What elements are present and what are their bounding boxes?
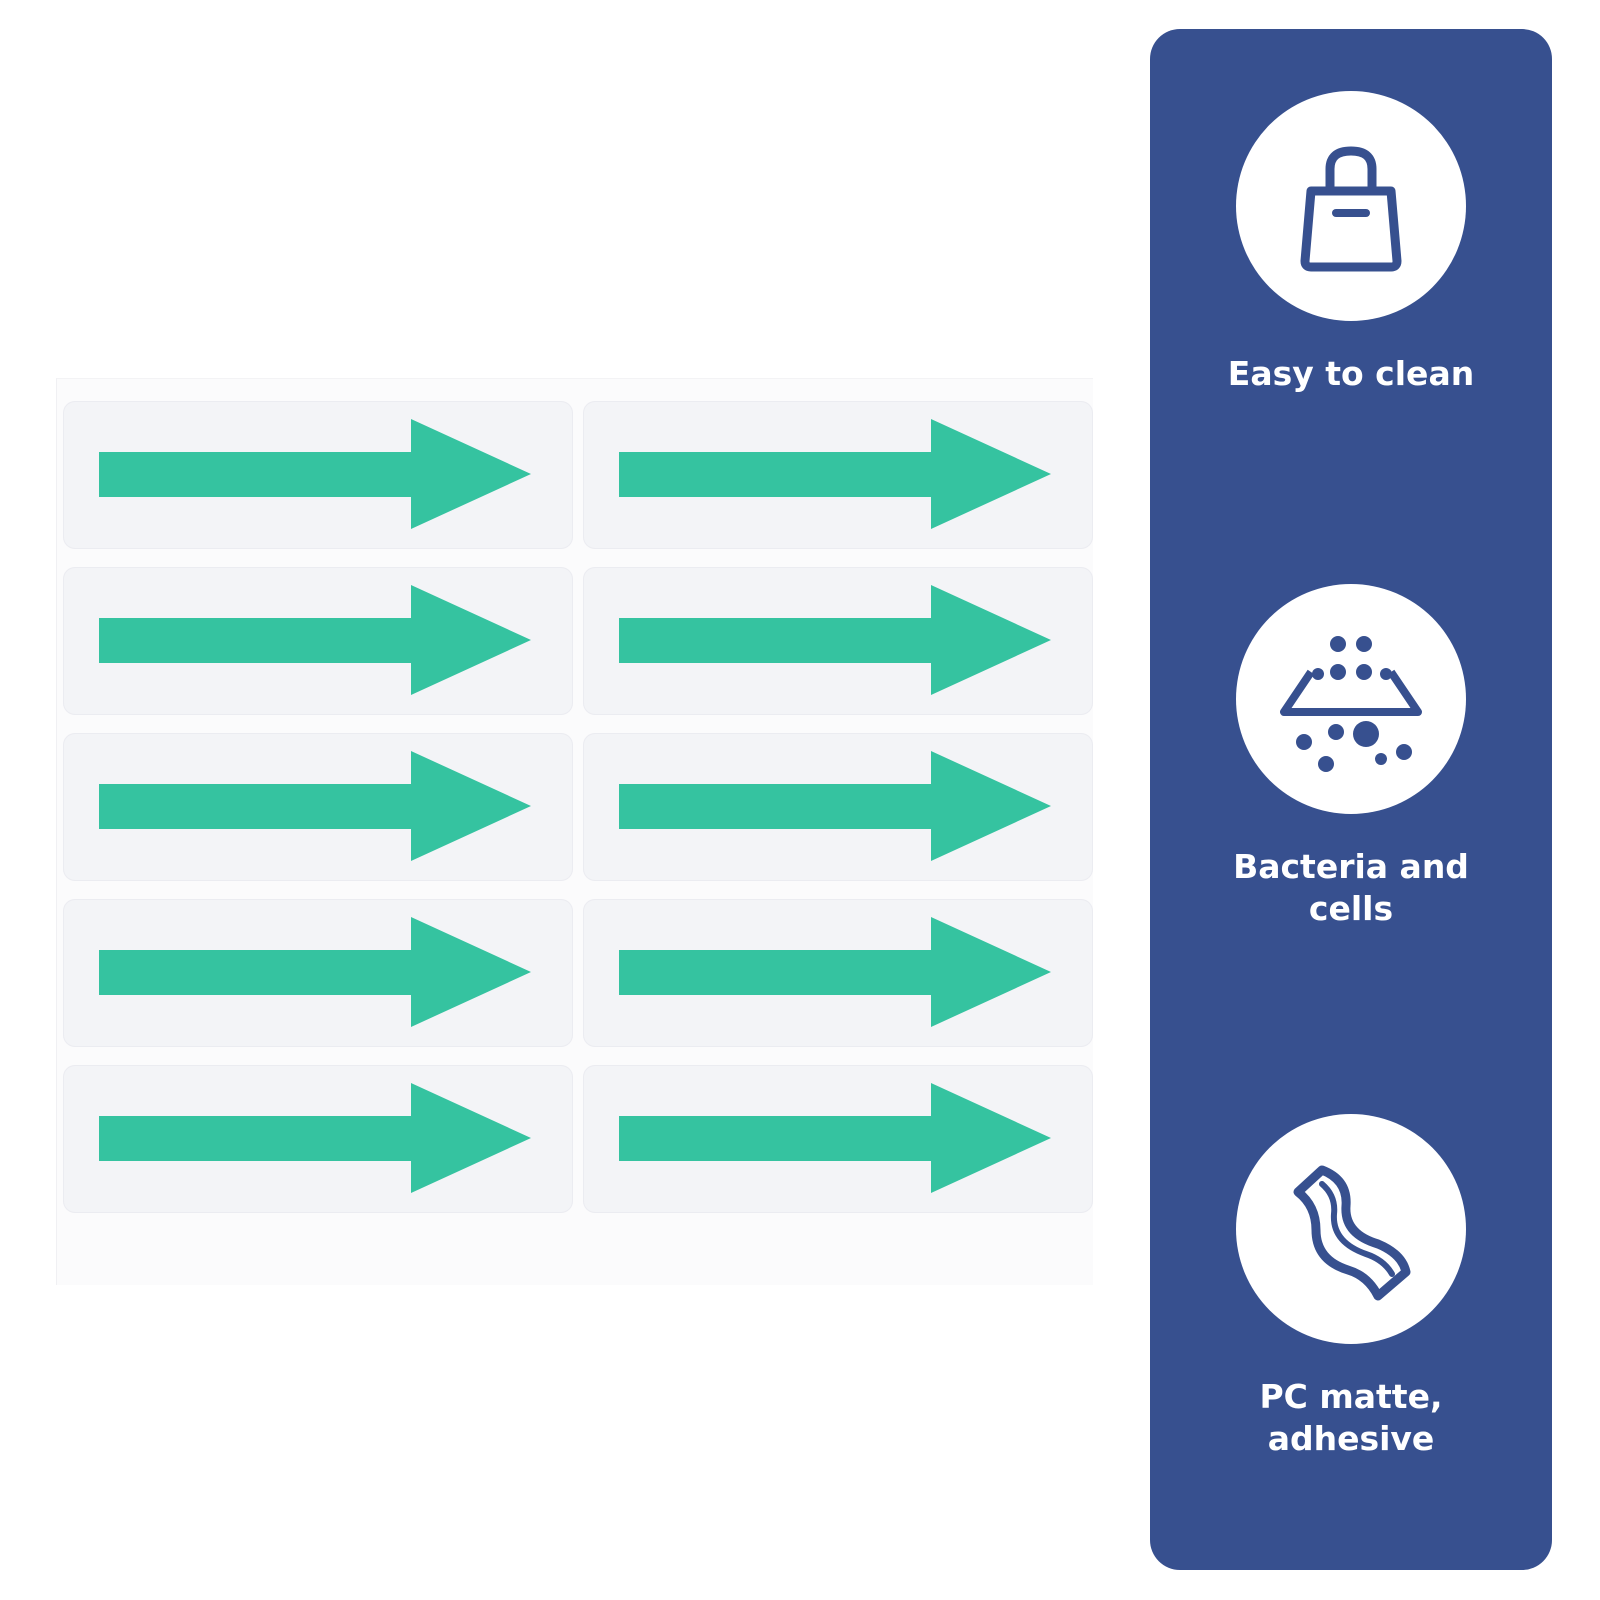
feature-easy-to-clean: Easy to clean [1150,91,1552,395]
right-arrow-icon [619,419,1051,529]
feature-label: Bacteria and cells [1233,847,1469,928]
right-arrow-icon [99,917,531,1027]
right-arrow-icon [619,585,1051,695]
right-arrow-icon [99,585,531,695]
wavy-strip-icon [1293,1165,1411,1301]
right-arrow-icon [619,917,1051,1027]
feature-bacteria-and-cells: Bacteria and cells [1150,584,1552,930]
feature-label: Easy to clean [1227,354,1475,393]
arrow-sticker [63,1065,573,1213]
right-arrow-icon [99,751,531,861]
feature-icon-circle [1236,584,1466,814]
shopping-bag-icon [1300,146,1402,272]
arrow-sticker [63,567,573,715]
sticker-sheet [56,378,1093,1285]
arrow-sticker [63,733,573,881]
right-arrow-icon [99,1083,531,1193]
feature-pc-matte-adhesive: PC matte, adhesive [1150,1114,1552,1460]
right-arrow-icon [99,419,531,529]
arrow-sticker [63,899,573,1047]
sticker-grid [63,401,1093,1213]
arrow-sticker [63,401,573,549]
feature-icon-circle [1236,91,1466,321]
feature-icon-circle [1236,1114,1466,1344]
arrow-sticker [583,733,1093,881]
arrow-sticker [583,401,1093,549]
filter-particles-icon [1280,636,1422,772]
arrow-sticker [583,1065,1093,1213]
right-arrow-icon [619,1083,1051,1193]
feature-panel: Easy to clean [1150,29,1552,1570]
right-arrow-icon [619,751,1051,861]
feature-label: PC matte, adhesive [1259,1377,1443,1458]
arrow-sticker [583,567,1093,715]
arrow-sticker [583,899,1093,1047]
